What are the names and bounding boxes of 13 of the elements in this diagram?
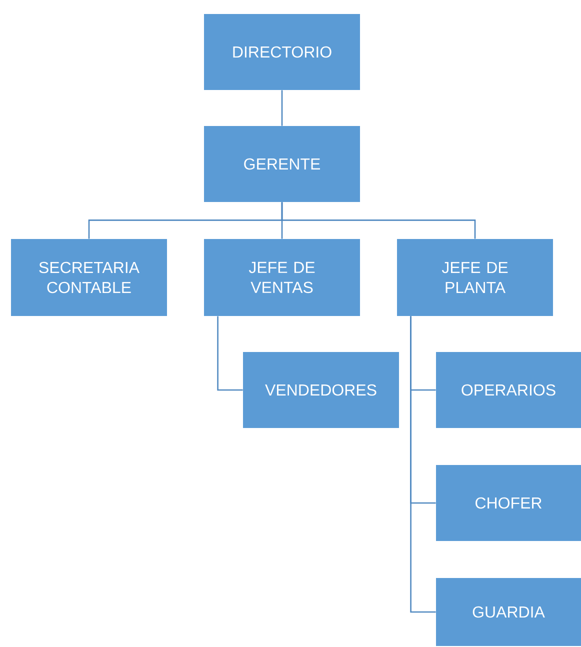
org-box: CHOFER (436, 465, 581, 541)
org-box: VENDEDORES (243, 352, 399, 428)
org-box: GERENTE (204, 126, 360, 202)
org-box: GUARDIA (436, 578, 581, 646)
org-box: DIRECTORIO (204, 14, 360, 90)
connector-line (410, 316, 436, 613)
connector-line (217, 316, 243, 391)
org-box: OPERARIOS (436, 352, 581, 428)
connector-line (281, 202, 476, 239)
org-box: JEFE DE VENTAS (204, 239, 360, 316)
org-box: SECRETARIA CONTABLE (11, 239, 167, 316)
org-box: JEFE DE PLANTA (397, 239, 553, 316)
connector-line (281, 90, 283, 126)
